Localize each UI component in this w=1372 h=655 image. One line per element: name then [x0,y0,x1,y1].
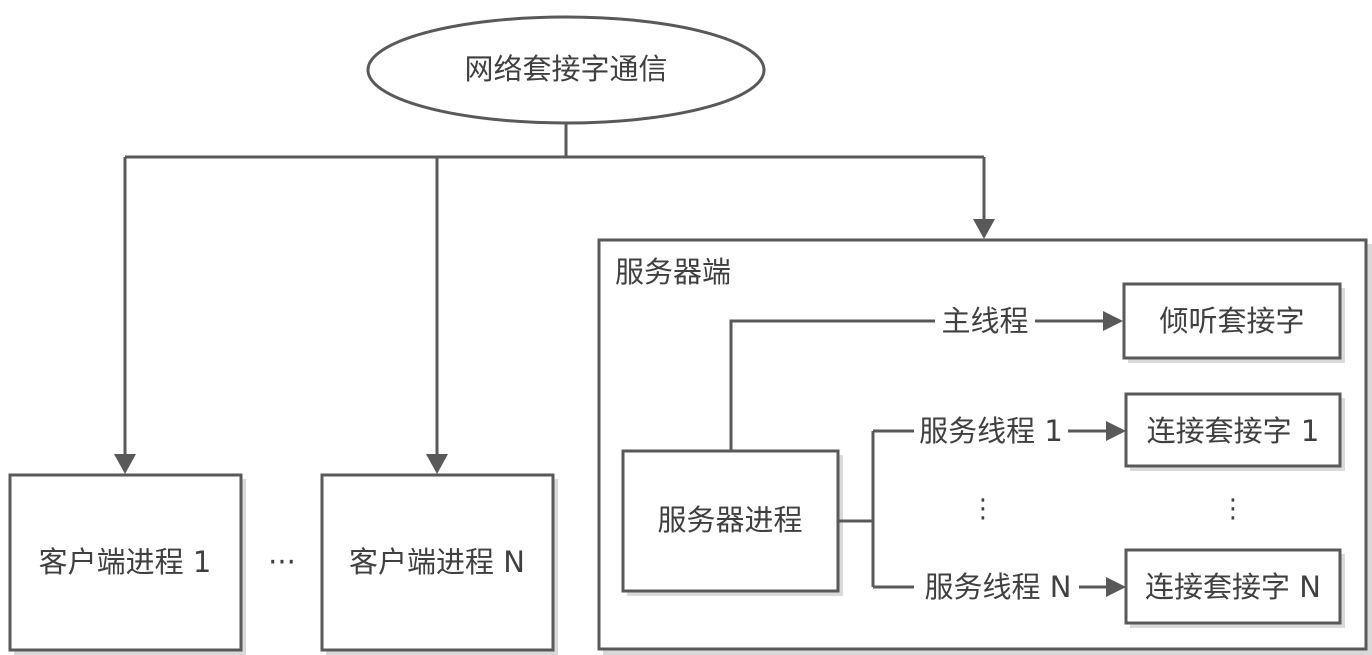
connection-socket-n-label: 连接套接字 N [1145,570,1321,604]
listening-socket-node: 倾听套接字 [1122,282,1345,363]
root-node-label: 网络套接字通信 [464,52,667,86]
client-ellipsis: ··· [268,545,296,579]
arrow-to-client-n [426,157,448,474]
arrow-to-client-1 [114,157,136,474]
server-title: 服务器端 [615,255,731,289]
service-thread-n-label: 服务线程 N [925,570,1072,604]
connection-socket-1-node: 连接套接字 1 [1124,392,1345,471]
service-thread-fork [838,429,914,589]
root-node: 网络套接字通信 [366,15,766,125]
service-thread-1-arrow [1068,421,1126,441]
service-thread-1-label: 服务线程 1 [919,414,1063,448]
connection-socket-1-label: 连接套接字 1 [1147,414,1320,448]
client-node-1: 客户端进程 1 [8,473,246,655]
main-thread-label: 主线程 [941,304,1028,338]
server-process-node: 服务器进程 [621,449,843,596]
root-connector [125,123,984,159]
connection-socket-ellipsis: ⋮ [1220,494,1246,524]
service-thread-ellipsis: ⋮ [970,494,996,524]
arrow-to-server [973,157,995,239]
client-node-n-label: 客户端进程 N [349,545,525,579]
listening-socket-label: 倾听套接字 [1159,304,1304,338]
connection-socket-n-node: 连接套接字 N [1124,548,1345,628]
service-thread-n-arrow [1079,577,1126,597]
client-node-1-label: 客户端进程 1 [39,545,212,579]
server-process-label: 服务器进程 [657,503,802,537]
main-thread-edge [729,311,1123,451]
client-node-n: 客户端进程 N [320,473,558,655]
